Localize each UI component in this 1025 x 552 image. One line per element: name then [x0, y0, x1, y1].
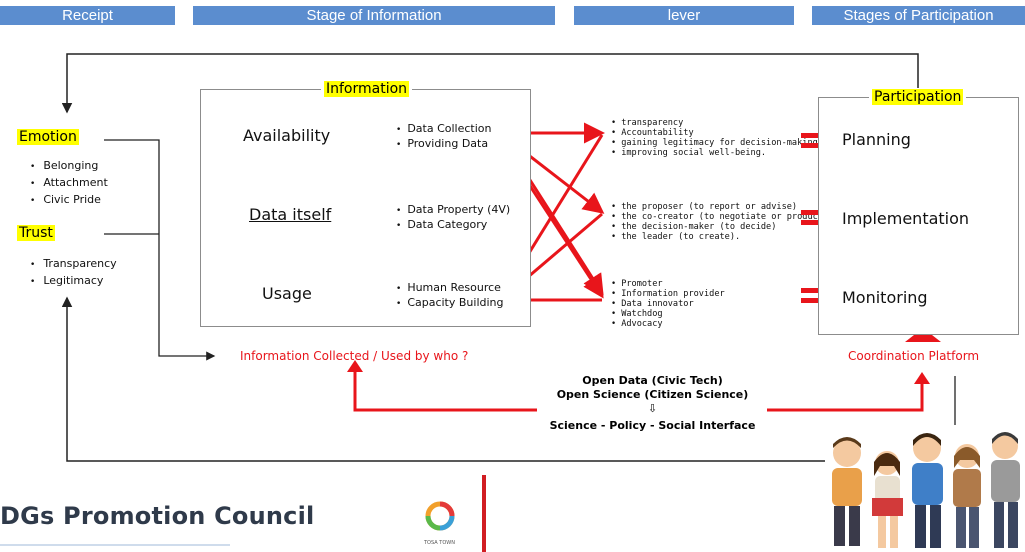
tosa-town-logo-icon	[425, 501, 455, 531]
list-item: Promoter	[611, 279, 725, 289]
lever-group-3: Promoter Information provider Data innov…	[611, 279, 725, 329]
list-item: the proposer (to report or advise)	[611, 202, 828, 212]
open-data-line: Open Data (Civic Tech)	[582, 374, 723, 387]
person-1	[832, 437, 862, 546]
list-item: Advocacy	[611, 319, 725, 329]
participation-title: Participation	[869, 88, 967, 106]
list-item: Capacity Building	[396, 296, 503, 311]
emotion-list: Belonging Attachment Civic Pride	[30, 158, 108, 209]
equals-icon	[801, 133, 827, 148]
coordination-platform-label: Coordination Platform	[848, 349, 980, 363]
header-stages-of-participation: Stages of Participation	[812, 6, 1025, 25]
list-item: Watchdog	[611, 309, 725, 319]
person-2	[872, 451, 903, 548]
list-item: Accountability	[611, 128, 818, 138]
data-itself-list: Data Property (4V) Data Category	[396, 203, 510, 233]
list-item: Information provider	[611, 289, 724, 299]
person-3	[912, 433, 943, 548]
tosa-town-label: TOSA TOWN	[424, 540, 455, 546]
person-4	[953, 444, 981, 548]
trust-list: Transparency Legitimacy	[30, 256, 117, 290]
list-item: the decision-maker (to decide)	[611, 222, 828, 232]
person-5	[991, 432, 1020, 548]
list-item: Data Collection	[396, 122, 491, 137]
availability-list: Data Collection Providing Data	[396, 122, 491, 152]
list-item: Legitimacy	[30, 273, 117, 290]
list-item: Human Resource	[396, 281, 504, 296]
list-item: Attachment	[30, 175, 108, 192]
header-receipt: Receipt	[0, 6, 175, 25]
stage-availability: Availability	[243, 126, 331, 145]
list-item: Providing Data	[396, 137, 491, 152]
down-arrow-icon: ⇩	[647, 402, 658, 415]
stage-data-itself: Data itself	[249, 205, 332, 224]
list-item: the leader (to create).	[611, 232, 828, 242]
list-item: Data Property (4V)	[396, 203, 510, 218]
header-lever: lever	[574, 6, 794, 25]
list-item: transparency	[611, 118, 818, 128]
list-item: Belonging	[30, 158, 108, 175]
list-item: Data innovator	[611, 299, 725, 309]
list-item: the co-creator (to negotiate or produce)	[611, 212, 828, 222]
lever-group-2: the proposer (to report or advise) the c…	[611, 202, 828, 242]
lever-group-1: transparency Accountability gaining legi…	[611, 118, 818, 158]
information-title: Information	[321, 80, 413, 98]
council-logo-text: DGs Promotion Council	[0, 502, 315, 530]
stage-monitoring: Monitoring	[842, 288, 928, 307]
info-collected-label: Information Collected / Used by who ?	[240, 349, 469, 363]
list-item: Data Category	[396, 218, 510, 233]
list-item: gaining legitimacy for decision-making	[611, 138, 818, 148]
list-item: improving social well-being.	[611, 148, 818, 158]
list-item: Transparency	[30, 256, 116, 273]
stage-planning: Planning	[842, 130, 911, 149]
people-illustration	[832, 432, 1020, 548]
interface-line: Science - Policy - Social Interface	[549, 419, 756, 432]
usage-list: Human Resource Capacity Building	[396, 281, 504, 311]
stage-usage: Usage	[262, 284, 312, 303]
list-item: Civic Pride	[30, 192, 108, 209]
equals-icon	[801, 210, 827, 225]
open-science-line: Open Science (Citizen Science)	[556, 388, 749, 401]
equals-icon	[801, 288, 827, 303]
participation-box	[818, 97, 1019, 335]
stage-implementation: Implementation	[842, 209, 970, 228]
trust-title: Trust	[17, 225, 55, 241]
header-stage-of-information: Stage of Information	[193, 6, 555, 25]
emotion-title: Emotion	[17, 129, 79, 145]
